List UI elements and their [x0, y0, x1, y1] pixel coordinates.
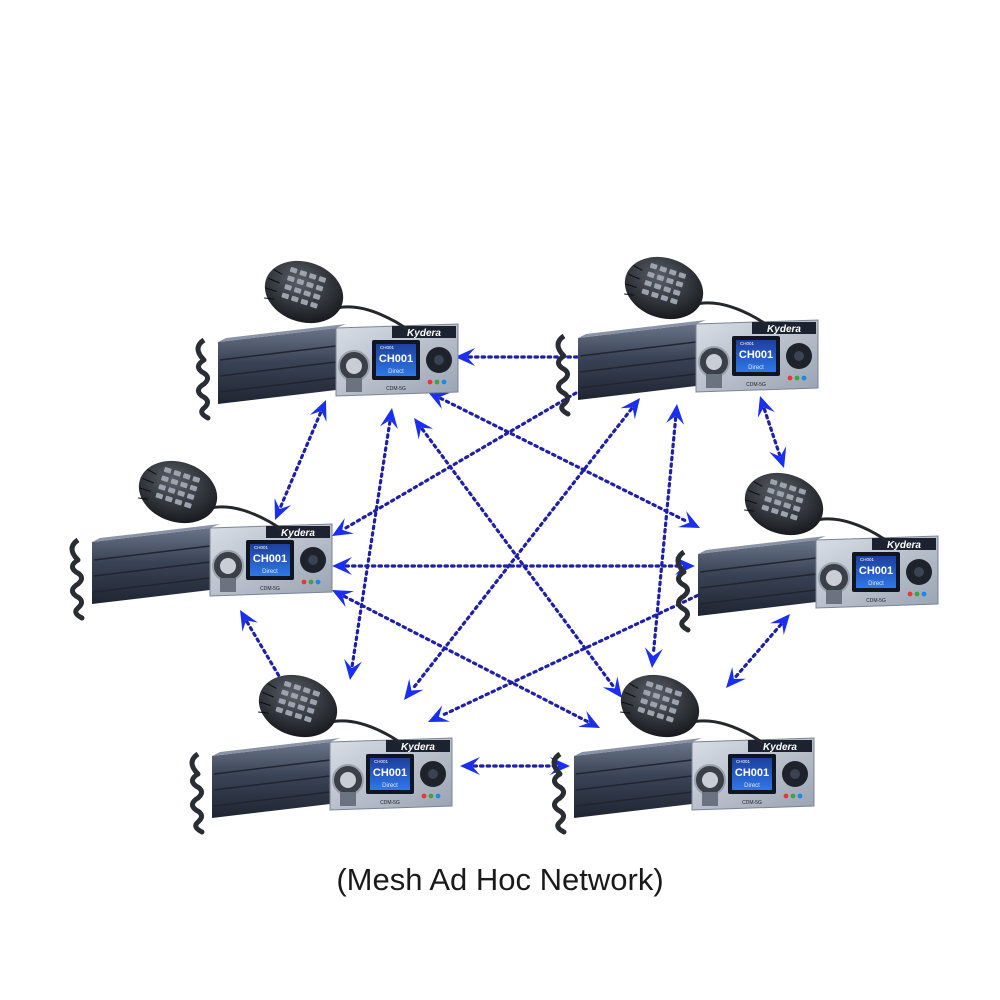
- arrowhead: [428, 705, 450, 722]
- arrowhead: [404, 678, 424, 700]
- link-n3-n6: [332, 590, 600, 728]
- link-n1-n4: [428, 392, 700, 528]
- radio-top-label: CH001: [374, 759, 389, 764]
- link-line: [278, 411, 323, 509]
- radio-top-label: CH001: [740, 341, 755, 346]
- link-n1-n6: [414, 418, 622, 698]
- radio-model-label: CDM-5G: [386, 386, 406, 392]
- arrowhead: [666, 404, 685, 425]
- link-n2-n3: [332, 376, 605, 536]
- radio-top-label: CH001: [736, 759, 751, 764]
- link-n2-n4: [757, 396, 787, 468]
- radios-layer: KyderaCH001DirectCH001CDM-5GKyderaCH001D…: [72, 247, 938, 832]
- link-line: [438, 396, 690, 524]
- radio-model-label: CDM-5G: [746, 382, 766, 388]
- arrowhead: [602, 676, 622, 698]
- link-n2-n6: [644, 404, 685, 668]
- link-line: [762, 407, 782, 457]
- radio-channel-label: CH001: [379, 353, 413, 365]
- arrowhead: [414, 418, 434, 440]
- link-line: [439, 588, 711, 718]
- arrowhead: [240, 610, 258, 632]
- link-n2-n5: [404, 398, 640, 700]
- radio-top-label: CH001: [254, 545, 269, 550]
- arrowhead: [726, 666, 746, 688]
- link-n1-n3: [274, 400, 327, 520]
- radio-channel-label: CH001: [735, 767, 769, 779]
- radio-brand-label: Kydera: [763, 742, 797, 753]
- arrowhead: [455, 348, 475, 366]
- link-line: [245, 620, 287, 688]
- radio-model-label: CDM-5G: [866, 598, 886, 604]
- radio-brand-label: Kydera: [767, 324, 801, 335]
- link-line: [651, 416, 678, 656]
- link-line: [411, 407, 633, 691]
- link-line: [733, 622, 783, 680]
- arrowhead: [770, 614, 790, 636]
- arrowhead: [620, 398, 640, 420]
- radio-sub-label: Direct: [262, 569, 278, 575]
- radio-channel-label: CH001: [859, 565, 893, 577]
- radio-sub-label: Direct: [868, 581, 884, 587]
- radio-sub-label: Direct: [748, 365, 764, 371]
- radio-sub-label: Direct: [744, 783, 760, 789]
- arrowhead: [757, 396, 775, 418]
- link-n1-n5: [344, 408, 398, 680]
- arrowhead: [578, 710, 600, 728]
- arrowhead: [678, 511, 700, 528]
- radio-channel-label: CH001: [739, 349, 773, 361]
- arrowhead: [460, 757, 480, 775]
- radio-channel-label: CH001: [373, 767, 407, 779]
- diagram-caption: (Mesh Ad Hoc Network): [336, 862, 664, 897]
- arrowhead: [332, 518, 354, 536]
- arrowhead: [344, 658, 362, 680]
- radio-sub-label: Direct: [382, 783, 398, 789]
- link-line: [342, 381, 595, 531]
- radio-model-label: CDM-5G: [260, 586, 280, 592]
- link-line: [342, 594, 590, 724]
- radio-top-label: CH001: [380, 345, 395, 350]
- radio-model-label: CDM-5G: [742, 800, 762, 806]
- radio-brand-label: Kydera: [401, 742, 435, 753]
- arrowhead: [769, 446, 787, 468]
- radio-brand-label: Kydera: [407, 328, 441, 339]
- radio-model-label: CDM-5G: [380, 800, 400, 806]
- link-line: [420, 427, 616, 689]
- radio-channel-label: CH001: [253, 553, 287, 565]
- radio-sub-label: Direct: [388, 369, 404, 375]
- arrowhead: [644, 647, 663, 668]
- arrowhead: [332, 590, 354, 608]
- arrowhead: [274, 498, 292, 520]
- radio-brand-label: Kydera: [281, 528, 315, 539]
- arrowhead: [309, 400, 327, 422]
- arrowhead: [380, 408, 398, 430]
- radio-brand-label: Kydera: [887, 540, 921, 551]
- arrowhead: [332, 557, 352, 575]
- arrowhead: [428, 392, 450, 409]
- link-line: [350, 420, 392, 668]
- links-layer: [240, 348, 790, 775]
- link-n4-n6: [726, 614, 790, 688]
- radio-top-label: CH001: [860, 557, 875, 562]
